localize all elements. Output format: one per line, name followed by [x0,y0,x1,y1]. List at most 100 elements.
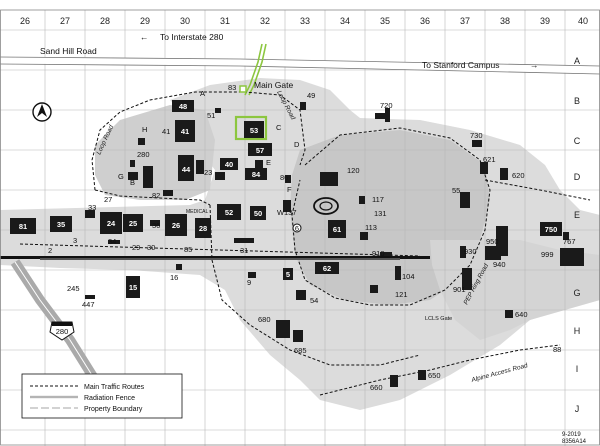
alpine-access-road-label: Alpine Access Road [470,362,529,384]
building-48[interactable] [172,100,194,112]
building-999[interactable] [560,248,584,266]
building-117[interactable] [359,196,365,204]
building-2-label: 2 [48,246,52,255]
building-34[interactable] [108,240,120,244]
building-54[interactable] [296,290,306,300]
row-label: E [574,210,580,220]
building-40-label: 40 [225,160,233,169]
sand-hill-road-label: Sand Hill Road [40,46,97,56]
building-750[interactable] [540,222,562,236]
building-25[interactable] [123,214,143,232]
building-55[interactable] [460,192,470,208]
building-33-label: 33 [88,203,96,212]
building-62[interactable] [315,262,339,274]
building-81-label: 81 [19,222,27,231]
building-34-label: 34 [108,237,116,246]
building-44[interactable] [178,155,194,181]
building-24-label: 24 [107,219,116,228]
building-26[interactable] [165,214,187,236]
column-label: 32 [260,16,270,26]
building-49[interactable] [300,102,306,110]
main-gate-marker[interactable] [239,85,247,93]
building-52[interactable] [217,204,241,220]
building-g[interactable] [128,172,138,180]
building-e[interactable] [255,160,263,168]
building-6-marker[interactable] [292,223,302,233]
building-280a[interactable] [138,138,145,145]
building-50-label: 50 [254,209,262,218]
building-720[interactable] [375,113,389,119]
building-120-label: 120 [347,166,360,175]
entrance-road [248,43,267,96]
building-84[interactable] [245,168,267,180]
building-33[interactable] [85,210,95,218]
building-15[interactable] [126,276,140,298]
building-685[interactable] [293,330,303,342]
building-31[interactable] [234,238,254,243]
building-40[interactable] [220,158,238,170]
building-35[interactable] [50,216,72,232]
building-25-label: 25 [129,219,137,228]
building-720b[interactable] [385,108,390,122]
building-b[interactable] [143,166,153,188]
building-w[interactable] [283,200,291,212]
row-label: B [574,96,580,106]
building-447[interactable] [85,295,95,299]
building-120[interactable] [320,172,338,186]
building-61[interactable] [328,220,346,238]
building-44b[interactable] [196,160,204,174]
building-53[interactable] [244,121,264,138]
building-84-label: 84 [252,170,261,179]
building-51[interactable] [215,108,221,113]
building-50[interactable] [250,206,266,220]
building-650[interactable] [418,370,426,380]
building-640[interactable] [505,310,513,318]
building-53-highlight[interactable] [234,115,268,141]
building-910[interactable] [380,252,392,256]
building-910-label: 910 [372,249,385,258]
building-16-label: 16 [170,273,178,282]
building-280b[interactable] [130,160,135,167]
building-9[interactable] [248,272,256,278]
building-940[interactable] [485,246,501,260]
building-36[interactable] [150,220,160,226]
building-57-label: 57 [256,146,264,155]
building-23-label: 23 [204,168,212,177]
building-5-label: 5 [286,270,290,279]
to-interstate-arrow: ← [140,32,149,42]
building-9-label: 9 [247,278,251,287]
building-23[interactable] [215,172,225,180]
building-81[interactable] [10,218,36,234]
building-750-label: 750 [545,225,558,234]
building-113[interactable] [360,232,368,240]
building-121[interactable] [370,285,378,293]
building-41[interactable] [175,120,195,142]
building-57[interactable] [248,143,272,156]
building-5[interactable] [283,268,293,280]
building-730[interactable] [472,140,482,147]
building-620[interactable] [500,168,508,180]
building-88-label: 88 [553,345,561,354]
building-82[interactable] [163,190,173,196]
building-680[interactable] [276,320,290,338]
building-31-label: 31 [240,246,248,255]
building-16[interactable] [176,264,182,270]
building-621[interactable] [480,162,488,174]
column-label: 39 [540,16,550,26]
compass-icon [32,102,52,122]
building-137-label: 137 [284,208,297,217]
building-d-label: D [294,140,300,149]
building-24[interactable] [100,212,122,234]
building-930[interactable] [460,246,466,258]
building-86[interactable] [285,175,291,183]
building-901[interactable] [462,268,472,290]
building-104[interactable] [395,266,401,280]
building-27-label: 27 [104,195,112,204]
building-660[interactable] [390,375,398,387]
building-53-label: 53 [250,126,258,135]
building-660-label: 660 [370,383,383,392]
building-28[interactable] [195,218,211,238]
main-traffic-routes [19,91,591,396]
building-767[interactable] [563,232,569,240]
building-3-label: 3 [73,236,77,245]
